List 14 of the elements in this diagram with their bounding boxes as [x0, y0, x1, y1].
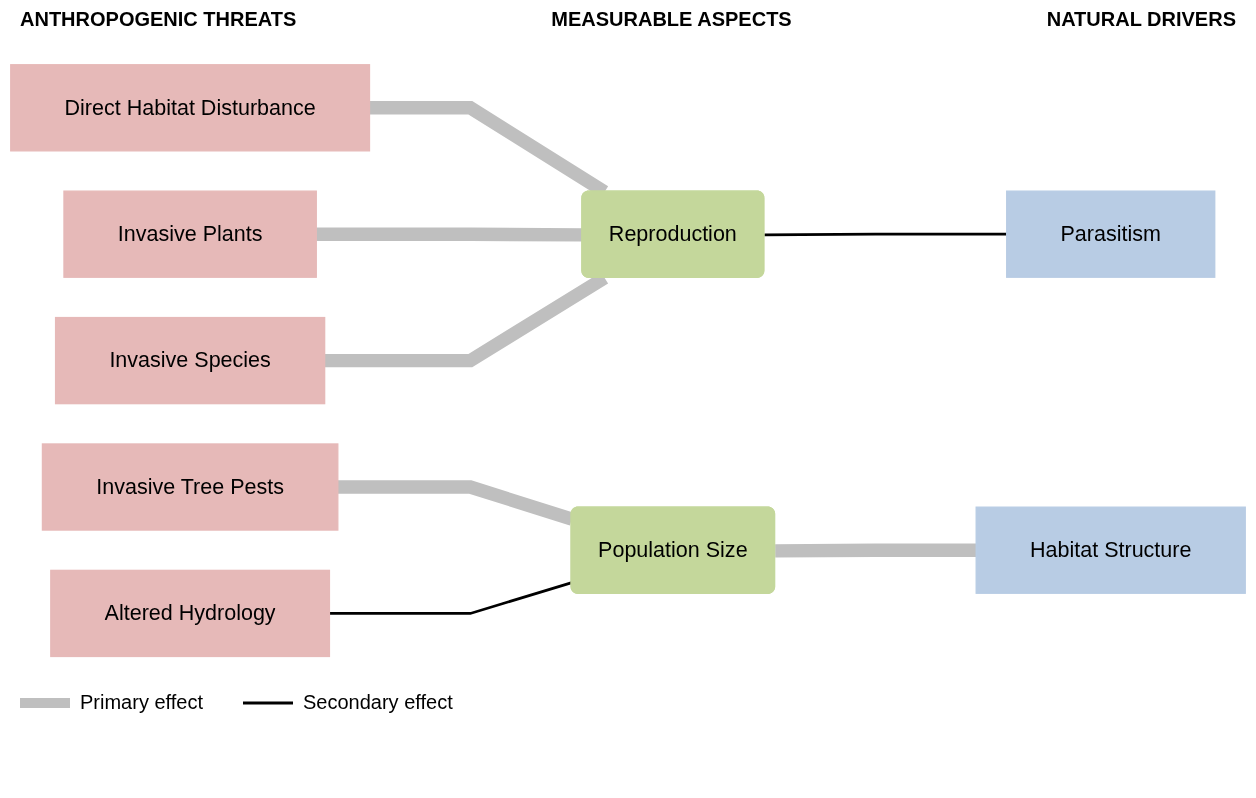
legend-label: Primary effect [80, 691, 203, 714]
node-box: Habitat Structure [975, 506, 1246, 595]
node-box: Direct Habitat Disturbance [10, 64, 371, 152]
node-box: Invasive Tree Pests [41, 443, 339, 532]
node-box: Altered Hydrology [50, 570, 331, 658]
node-box: Invasive Species [54, 317, 326, 405]
column-heading: ANTHROPOGENIC THREATS [20, 8, 297, 31]
legend-label: Secondary effect [303, 691, 453, 714]
connector [775, 543, 977, 558]
connector [764, 233, 1007, 237]
node-box: Parasitism [1006, 190, 1216, 279]
node-box: Invasive Plants [63, 190, 317, 279]
column-heading: MEASURABLE ASPECTS [551, 8, 792, 31]
column-heading: NATURAL DRIVERS [1046, 8, 1236, 31]
